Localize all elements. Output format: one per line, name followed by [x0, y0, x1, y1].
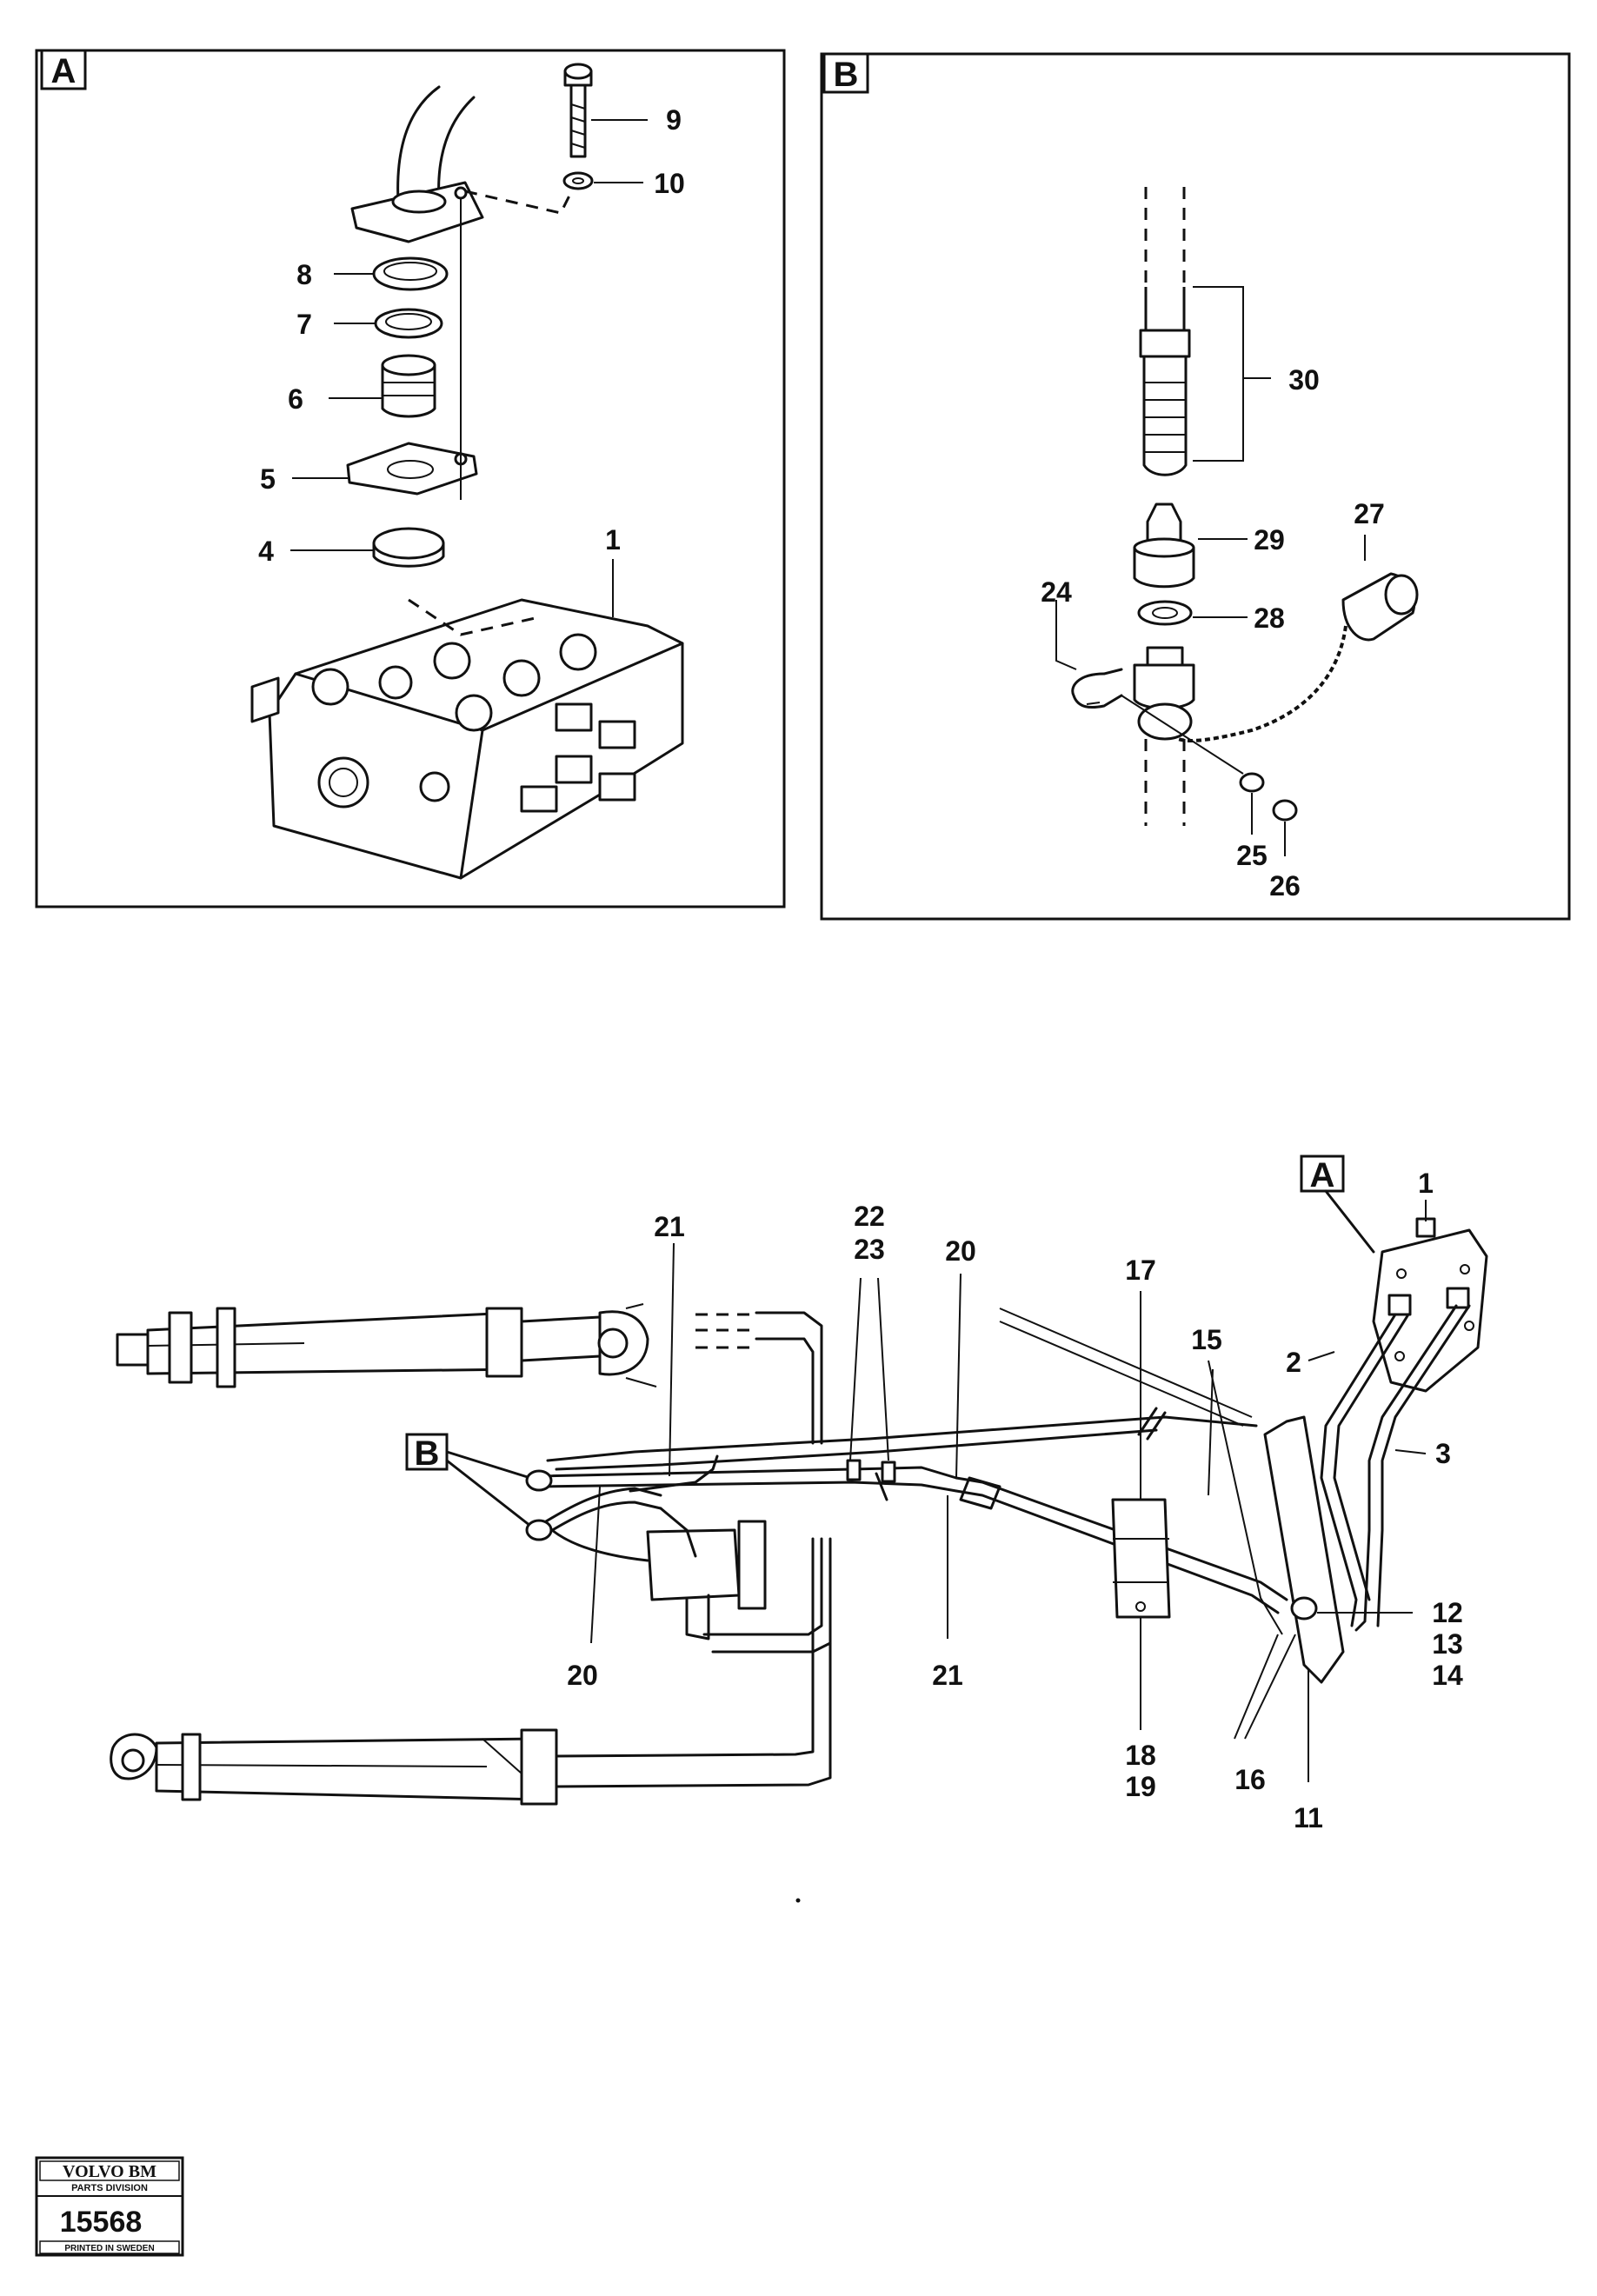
callout-11: 11	[1294, 1802, 1323, 1833]
washer-28	[1137, 600, 1193, 626]
callout-3: 3	[1435, 1438, 1451, 1469]
dust-cap-27	[1341, 572, 1419, 642]
hydraulic-assembly: A B	[110, 1155, 1488, 1903]
drawing-number: 15568	[60, 2206, 143, 2239]
callout-17: 17	[1125, 1254, 1156, 1286]
pipe-bend	[396, 85, 441, 203]
panel-b-frame	[820, 52, 1571, 921]
callout-8: 8	[296, 259, 312, 290]
callout-16: 16	[1234, 1764, 1266, 1795]
flange-5	[346, 442, 478, 496]
quick-coupling	[1133, 646, 1195, 741]
callout-21-upper: 21	[654, 1211, 685, 1242]
lower-cylinder	[110, 1728, 558, 1806]
chain	[1177, 625, 1347, 742]
callout-7: 7	[296, 309, 312, 340]
fitting-12	[1290, 1596, 1318, 1621]
panel-a: A	[35, 49, 786, 908]
washer-10	[562, 171, 594, 190]
tag-b: B	[415, 1434, 440, 1473]
control-valve	[1372, 1217, 1488, 1393]
nipple-6	[381, 354, 436, 418]
panel-a-letter-box	[40, 49, 87, 90]
callout-10: 10	[654, 168, 685, 199]
callout-22: 22	[854, 1201, 885, 1232]
nut-26	[1272, 799, 1298, 822]
callout-27: 27	[1354, 498, 1385, 529]
callout-18: 18	[1125, 1740, 1156, 1771]
volvo-bm-logo: VOLVO BM PARTS DIVISION 15568 PRINTED IN…	[35, 2156, 184, 2257]
callout-15: 15	[1191, 1324, 1222, 1355]
filter-17	[1111, 1498, 1171, 1619]
mounting-plate-11	[1263, 1415, 1345, 1684]
callout-26: 26	[1269, 870, 1301, 902]
callout-9: 9	[666, 104, 682, 136]
upper-cylinder	[116, 1303, 657, 1388]
swivel-cylinder	[646, 1520, 832, 1654]
callout-2: 2	[1286, 1347, 1301, 1378]
callout-13: 13	[1432, 1628, 1463, 1660]
hose-3	[1354, 1304, 1458, 1632]
nut-25	[1239, 772, 1265, 793]
callout-5: 5	[260, 463, 276, 495]
clamp-22-23	[846, 1459, 862, 1481]
panel-a-frame	[35, 49, 786, 908]
callout-4: 4	[258, 536, 274, 567]
callout-21-lower: 21	[932, 1660, 963, 1691]
seal-4	[372, 527, 445, 560]
nipple-29	[1133, 502, 1195, 589]
callout-20-upper: 20	[945, 1235, 976, 1267]
tag-a-box	[1300, 1155, 1345, 1193]
hose-coupling-30	[1139, 287, 1191, 476]
hose-end-upper	[525, 1469, 553, 1492]
hose-end-lower	[525, 1519, 553, 1541]
callout-14: 14	[1432, 1660, 1463, 1691]
callout-19: 19	[1125, 1771, 1156, 1802]
callout-20-lower: 20	[567, 1660, 598, 1691]
panel-b-letter-box	[822, 52, 869, 94]
callout-30: 30	[1288, 364, 1320, 396]
callout-12: 12	[1432, 1597, 1463, 1628]
callout-29: 29	[1254, 524, 1285, 556]
line-20	[537, 1481, 958, 1493]
callout-24: 24	[1041, 576, 1072, 608]
panel-a-letter: A	[51, 52, 77, 90]
callout-28: 28	[1254, 602, 1285, 634]
bolt-9	[563, 63, 593, 158]
callout-23: 23	[854, 1234, 885, 1265]
callout-1-panel-a: 1	[605, 524, 621, 556]
panel-b-letter: B	[834, 56, 859, 94]
callout-6: 6	[288, 383, 303, 415]
u-bolt-24	[1071, 668, 1123, 709]
callout-25: 25	[1236, 840, 1268, 871]
logo-division: PARTS DIVISION	[71, 2183, 148, 2193]
logo-brand: VOLVO BM	[63, 2162, 156, 2181]
valve-body-1	[250, 598, 684, 880]
hose-2	[1320, 1313, 1397, 1627]
tag-a: A	[1310, 1156, 1335, 1195]
logo-printed: PRINTED IN SWEDEN	[64, 2244, 154, 2253]
callout-1: 1	[1418, 1168, 1434, 1199]
panel-b: B	[820, 52, 1571, 921]
